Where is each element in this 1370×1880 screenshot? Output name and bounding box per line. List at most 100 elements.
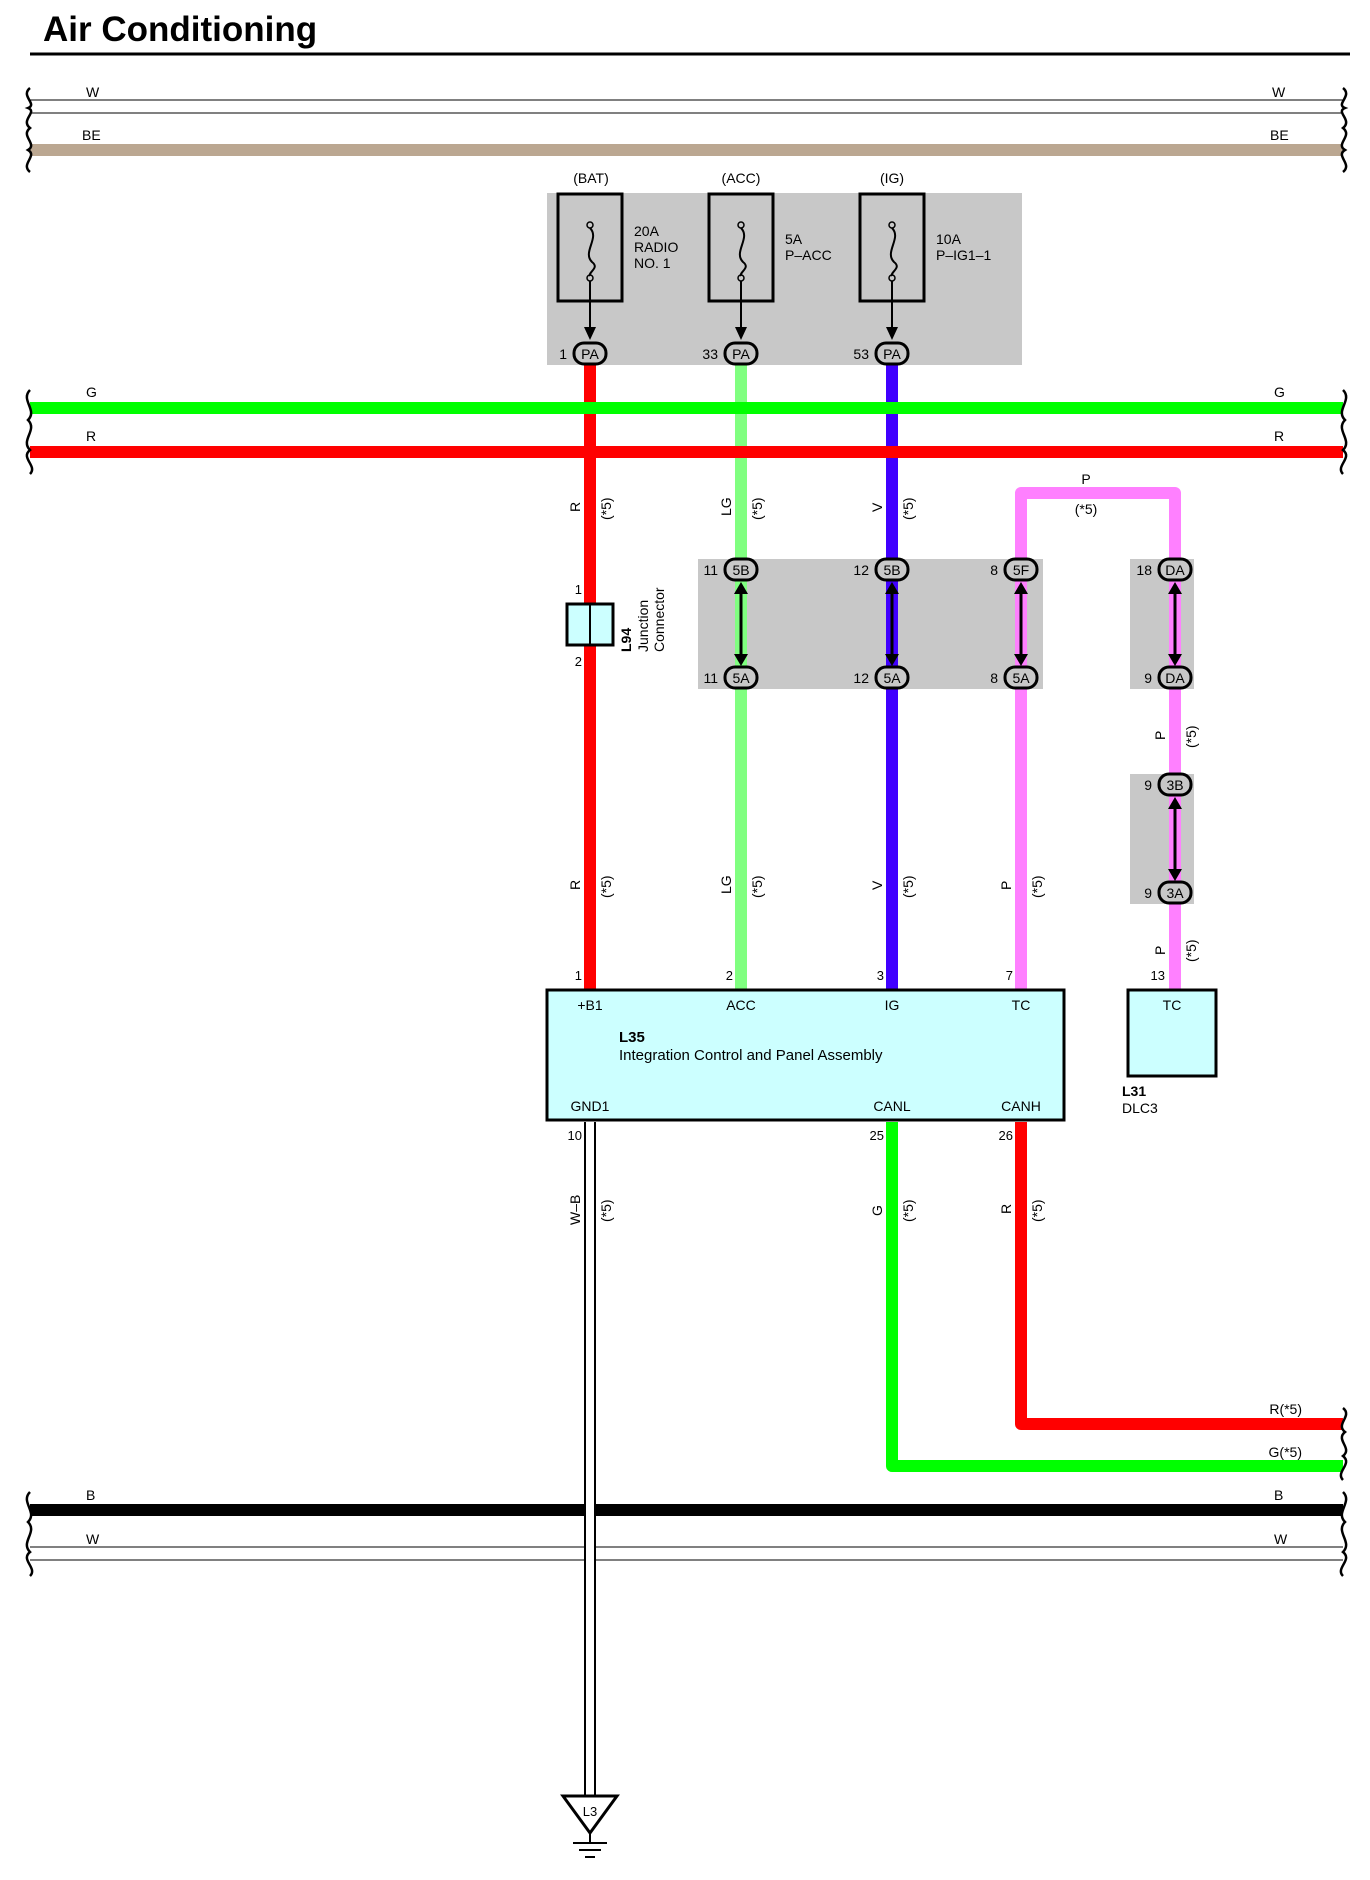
fuse-block (547, 193, 1022, 365)
connector-code: 5F (1013, 562, 1029, 578)
connector-pin: 18 (1136, 562, 1152, 578)
wire-label-note: (*5) (900, 1199, 916, 1222)
connector-pa-53-code: PA (883, 346, 901, 362)
bus-label-be-left: BE (82, 127, 101, 143)
wire-label-note: (*5) (749, 875, 765, 898)
wire-break-icon (25, 1491, 34, 1577)
l35-pin: 7 (1006, 968, 1013, 983)
connector-code: 5B (883, 562, 900, 578)
connector-code: 5A (732, 670, 750, 686)
connector-pin: 12 (853, 562, 869, 578)
junction-block-5 (698, 559, 1043, 689)
bus-r-main: R R (30, 428, 1343, 458)
fuse-icon (889, 227, 898, 277)
bus-label-w-bottom-right: W (1274, 1531, 1288, 1547)
connector-pin: 9 (1144, 670, 1152, 686)
connector-da-18: DA 18 (1136, 557, 1193, 582)
l35-terminal: CANH (1001, 1098, 1041, 1114)
connector-code: 5A (883, 670, 901, 686)
fuse-3: (IG) 10A P–IG1–1 (858, 170, 991, 327)
bus-label-can-l: G(*5) (1269, 1444, 1302, 1460)
connector-da-9: DA 9 (1144, 665, 1193, 690)
fuse-2-line-1: 5A (785, 231, 803, 247)
l35-pin: 2 (726, 968, 733, 983)
wire-break-icon (1339, 1407, 1348, 1481)
wire-label-note: (*5) (598, 497, 614, 520)
bus-w-top: W W (30, 84, 1343, 114)
wire-break-icon (1340, 87, 1349, 173)
wire-labels-middle: R (*5) LG (*5) V (*5) P (*5) (567, 875, 1045, 898)
page-title: Air Conditioning (43, 10, 317, 49)
wire-break-marks (24, 87, 1349, 1577)
connector-pa-1-code: PA (581, 346, 599, 362)
l94-junction-connector: 1 2 L94 Junction Connector (565, 582, 667, 669)
ground-symbol-icon (560, 1794, 620, 1836)
wire-label-note: (*5) (900, 497, 916, 520)
junction-links (734, 582, 1182, 881)
bus-label-g-right: G (1274, 384, 1285, 400)
wire-labels-lower: W–B (*5) G (*5) R (*5) (567, 1195, 1045, 1225)
fuse-2: (ACC) 5A P–ACC (707, 170, 832, 327)
wire-r-canh (1015, 1122, 1343, 1430)
bus-label-b-right: B (1274, 1487, 1283, 1503)
wire-label: R (567, 502, 583, 512)
connector-pa-53: PA 53 (853, 327, 910, 366)
ground-l3: L3 (560, 1794, 620, 1858)
wire-label-note: (*5) (1183, 725, 1199, 748)
connector-5f-8: 5F 8 (990, 557, 1039, 582)
wire-label: P (1152, 731, 1168, 740)
connector-pin: 8 (990, 562, 998, 578)
fuse-icon (738, 227, 747, 277)
wire-wb-ground (584, 1122, 596, 1796)
connector-pa-1-pin: 1 (559, 346, 567, 362)
wire-break-icon (24, 87, 33, 173)
l35-pin: 3 (877, 968, 884, 983)
wire-label: G (869, 1205, 885, 1216)
connector-5a-11: 5A 11 (703, 665, 759, 690)
wire-break-icon (1339, 389, 1348, 475)
wire-break-icon (1339, 1491, 1348, 1577)
l35-pin: 26 (999, 1128, 1013, 1143)
connector-5b-11: 5B 11 (703, 557, 759, 582)
fuse-2-supply: (ACC) (722, 170, 761, 186)
bus-g-main: G G (30, 384, 1343, 414)
wire-label-note: (*5) (900, 875, 916, 898)
wire-labels-upper: R (*5) LG (*5) V (*5) P (*5) (567, 471, 1097, 520)
l31-pin: 13 (1151, 968, 1165, 983)
connector-pa-33-code: PA (732, 346, 750, 362)
ground-id: L3 (583, 1804, 597, 1819)
connector-arrow-icon (735, 327, 747, 340)
bus-b-bottom: B B (30, 1487, 1343, 1516)
connector-pa-33: PA 33 (702, 327, 759, 366)
wire-label-note: (*5) (1029, 1199, 1045, 1222)
l31-dlc3: 13 TC L31 DLC3 (1122, 968, 1218, 1116)
connector-pin: 8 (990, 670, 998, 686)
wire-label: V (869, 880, 885, 890)
connector-arrow-icon (584, 327, 596, 340)
fuse-3-line-2: P–IG1–1 (936, 247, 991, 263)
wire-p-loop (1015, 487, 1181, 570)
l31-id: L31 (1122, 1083, 1146, 1099)
wire-label-note: (*5) (1183, 939, 1199, 962)
connector-5a-12: 5A 12 (853, 665, 910, 690)
bus-label-w-top-right: W (1272, 84, 1286, 100)
fuse-1-line-3: NO. 1 (634, 255, 671, 271)
bus-label-w-bottom-left: W (86, 1531, 100, 1547)
wire-label-note: (*5) (1029, 875, 1045, 898)
fuse-icon (587, 227, 596, 277)
connector-pa-53-pin: 53 (853, 346, 869, 362)
bus-label-can-h: R(*5) (1269, 1401, 1302, 1417)
fuse-1-line-2: RADIO (634, 239, 678, 255)
l94-pin-bottom: 2 (575, 654, 582, 669)
connector-3a-9: 3A 9 (1144, 880, 1193, 905)
connector-code: 3B (1166, 777, 1183, 793)
connector-5a-8: 5A 8 (990, 665, 1039, 690)
l35-terminal: IG (885, 997, 900, 1013)
connector-code: 3A (1166, 885, 1184, 901)
connector-pin: 9 (1144, 885, 1152, 901)
bus-be: BE BE (30, 127, 1343, 156)
connector-code: 5A (1012, 670, 1030, 686)
wire-label-note: (*5) (598, 1199, 614, 1222)
fuse-3-line-1: 10A (936, 231, 962, 247)
